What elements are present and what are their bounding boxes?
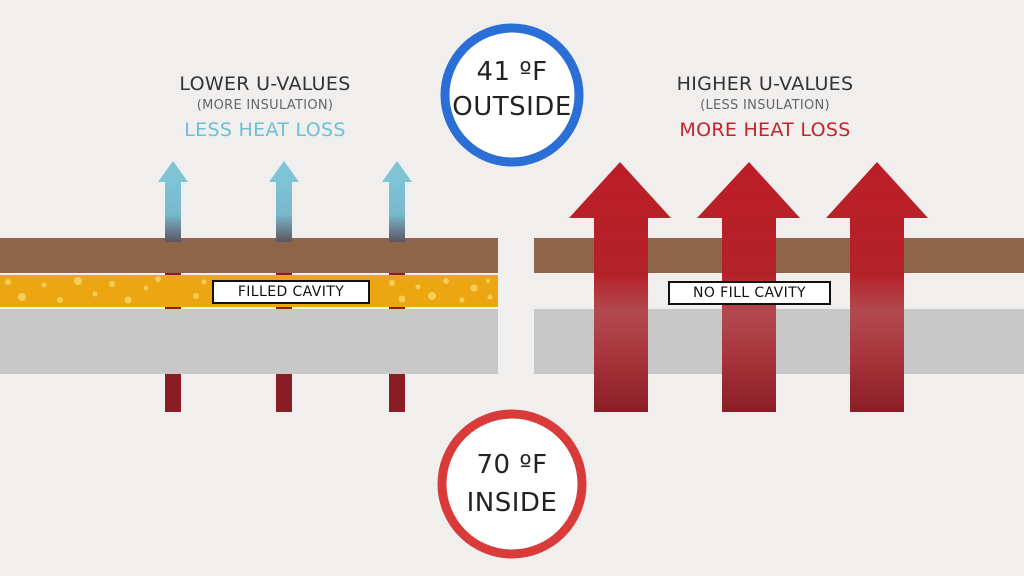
left-heat-arrows	[158, 161, 412, 309]
inside-label: INSIDE	[466, 488, 558, 518]
outside-label: OUTSIDE	[452, 92, 572, 122]
left-plaster-layer	[0, 309, 498, 374]
inside-temperature-circle	[437, 409, 587, 559]
filled-cavity-label: FILLED CAVITY	[212, 280, 370, 304]
left-brick-layer	[0, 238, 498, 273]
insulation-dots	[5, 276, 493, 304]
outside-temperature-value: 41 ºF	[476, 57, 548, 87]
left-arrow-2	[269, 161, 299, 309]
left-arrow-3	[382, 161, 412, 309]
left-subheading: (MORE INSULATION)	[196, 98, 334, 113]
left-heading: LOWER U-VALUES	[179, 73, 351, 95]
right-arrow-3	[826, 162, 928, 412]
no-fill-cavity-label: NO FILL CAVITY	[668, 281, 831, 305]
right-result: MORE HEAT LOSS	[679, 119, 851, 141]
inside-temperature-value: 70 ºF	[476, 450, 548, 480]
left-result: LESS HEAT LOSS	[184, 119, 346, 141]
right-heading: HIGHER U-VALUES	[676, 73, 854, 95]
outside-temperature-circle	[440, 23, 584, 167]
right-subheading: (LESS INSULATION)	[700, 98, 830, 113]
left-arrow-1	[158, 161, 188, 309]
right-arrow-1	[569, 162, 671, 412]
